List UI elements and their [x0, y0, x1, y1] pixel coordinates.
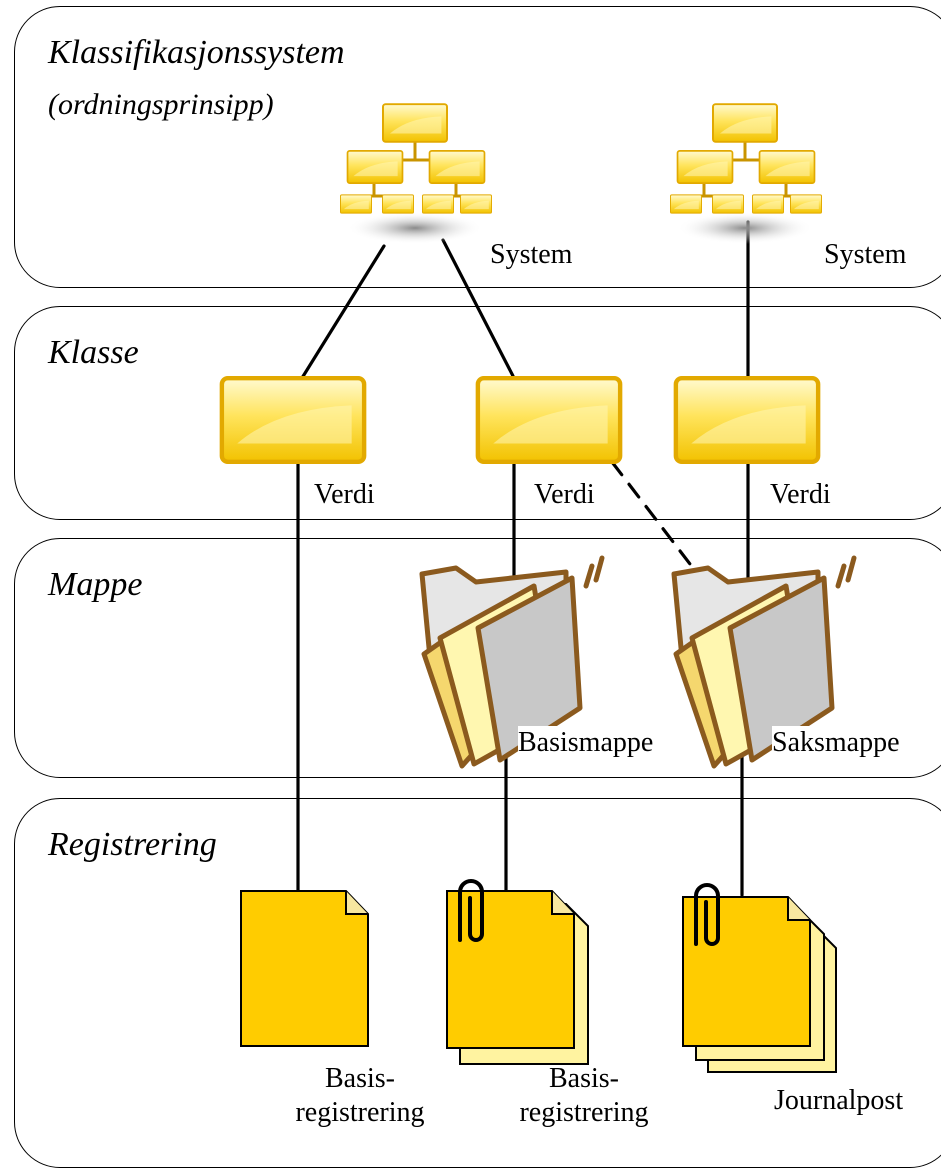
reg-label-left-line2: registrering: [295, 1096, 425, 1128]
folder-icon: [419, 555, 605, 769]
layer-title-klassifikasjonssystem: Klassifikasjonssystem: [48, 34, 345, 71]
document-icon: [682, 896, 837, 1073]
klasse-label-left: Verdi: [314, 479, 375, 510]
reg-label-middle-line2: registrering: [519, 1096, 649, 1128]
connectors: [296, 220, 750, 902]
reg-label-left-line1: Basis-: [325, 1063, 395, 1094]
class-box-icon: [478, 378, 620, 462]
layer-title-mappe: Mappe: [48, 566, 143, 603]
reg-label-middle: Basis- registrering: [494, 1062, 674, 1129]
reg-label-middle-line1: Basis-: [549, 1063, 619, 1094]
edge-system-left-to-klasse-middle: [441, 238, 515, 378]
klasse-label-middle: Verdi: [534, 479, 595, 510]
edge-system-left-to-klasse-left: [300, 244, 386, 380]
class-box-icon: [676, 378, 818, 462]
mappe-label-right: Saksmappe: [772, 726, 900, 760]
diagram-canvas: [0, 103, 857, 1073]
reg-label-left: Basis- registrering: [270, 1062, 450, 1129]
layer-subtitle-ordningsprinsipp: (ordningsprinsipp): [48, 88, 274, 121]
reg-label-right: Journalpost: [774, 1085, 904, 1116]
system-label-left: System: [490, 239, 573, 270]
document-icon: [240, 890, 369, 1047]
document-icon: [446, 890, 589, 1065]
system-label-right: System: [824, 239, 907, 270]
hierarchy-icon: [340, 103, 492, 244]
paperclip-icon: [458, 879, 484, 942]
class-box-icon: [222, 378, 364, 462]
folder-icon: [671, 555, 857, 769]
layer-title-klasse: Klasse: [48, 334, 139, 371]
hierarchy-icon: [670, 103, 822, 244]
layer-title-registrering: Registrering: [48, 826, 217, 863]
paperclip-icon: [694, 883, 720, 946]
layer-klassifikasjonssystem: [14, 6, 941, 288]
mappe-label-left: Basismappe: [518, 726, 654, 760]
klasse-label-right: Verdi: [770, 479, 831, 510]
